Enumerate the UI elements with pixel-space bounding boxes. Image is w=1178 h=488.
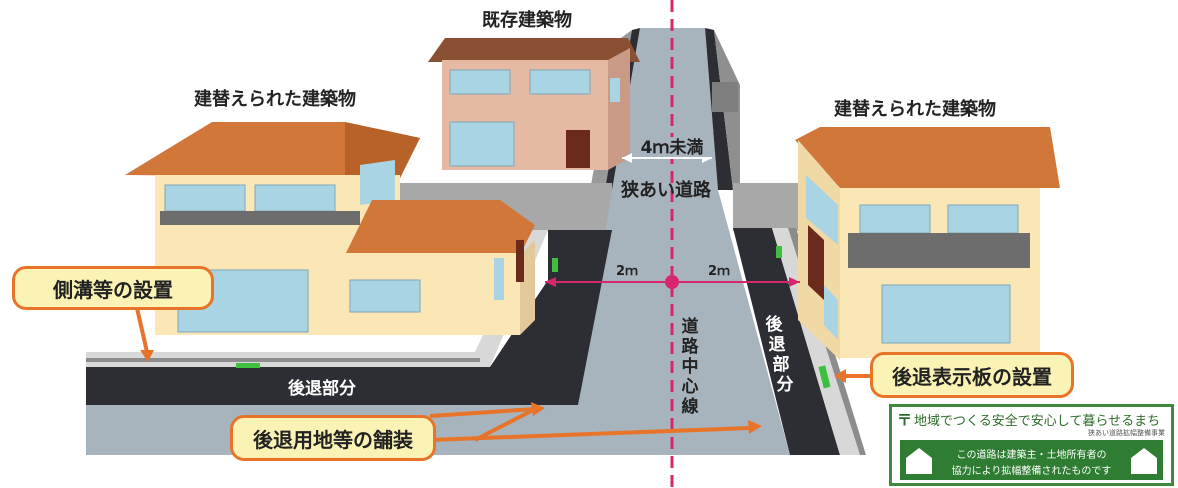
label-road-width: 4ｍ未満 xyxy=(641,137,704,158)
svg-text:道: 道 xyxy=(682,316,699,337)
sign-panel: この道路は建築主・土地所有者の 協力により拡幅整備されたものです xyxy=(900,440,1163,480)
label-setback-right: 後 退 部 分 xyxy=(766,314,794,395)
ditch-marker-left xyxy=(236,363,260,368)
sign-subtitle: 狭あい道路拡幅整備事業 xyxy=(1088,429,1165,437)
rebuilt-building-left xyxy=(125,122,535,335)
arrow-paving-right xyxy=(429,426,751,442)
callout-sign-install: 後退表示板の設置 xyxy=(870,352,1074,398)
arrow-paving-left xyxy=(429,407,536,418)
label-rebuilt-left: 建替えられた建築物 xyxy=(194,88,356,110)
callout-paving: 後退用地等の舗装 xyxy=(230,415,436,461)
label-2m-left: 2ｍ xyxy=(616,264,638,279)
svg-text:心: 心 xyxy=(682,377,699,397)
label-center-line: 道 路 中 心 線 xyxy=(682,316,700,417)
back-wall-right xyxy=(733,183,803,231)
existing-building xyxy=(428,38,640,170)
road-surface xyxy=(86,190,790,455)
setback-left-area xyxy=(86,230,612,405)
center-dot xyxy=(665,275,679,289)
callout-side-ditch: 側溝等の設置 xyxy=(12,266,214,310)
label-narrow-road: 狭あい道路 xyxy=(620,179,712,201)
setback-sign-post xyxy=(818,365,831,389)
sign-slogan: 地域でつくる安全で安心して暮らせるまち xyxy=(914,414,1161,429)
label-2m-right: 2ｍ xyxy=(708,264,730,279)
house-icon-right xyxy=(1131,448,1157,474)
setback-sign-board: 〒 地域でつくる安全で安心して暮らせるまち 狭あい道路拡幅整備事業 この道路は建… xyxy=(889,404,1174,486)
far-wall-right-block xyxy=(712,82,738,112)
svg-text:退: 退 xyxy=(769,335,786,355)
svg-text:分: 分 xyxy=(777,375,794,395)
sign-line-1: この道路は建築主・土地所有者の xyxy=(956,450,1107,461)
ditch-marker-right xyxy=(776,246,782,258)
svg-text:路: 路 xyxy=(682,336,700,357)
svg-text:部: 部 xyxy=(773,354,790,375)
label-rebuilt-right: 建替えられた建築物 xyxy=(834,98,996,120)
house-icon-left xyxy=(906,448,932,474)
arrow-side-ditch xyxy=(135,307,149,353)
label-existing-building: 既存建築物 xyxy=(482,9,572,31)
sign-line-2: 協力により拡幅整備されたものです xyxy=(951,466,1112,477)
label-setback-left: 後退部分 xyxy=(288,378,356,399)
ditch-marker-top xyxy=(552,258,558,272)
curb-left xyxy=(86,230,548,367)
svg-text:中: 中 xyxy=(682,356,699,377)
road-mark-icon: 〒 xyxy=(897,411,913,429)
svg-text:線: 線 xyxy=(682,396,699,417)
setback-right-area xyxy=(733,228,840,455)
curb-right xyxy=(772,228,860,455)
rebuilt-building-right xyxy=(795,127,1060,360)
svg-text:後: 後 xyxy=(766,314,784,335)
